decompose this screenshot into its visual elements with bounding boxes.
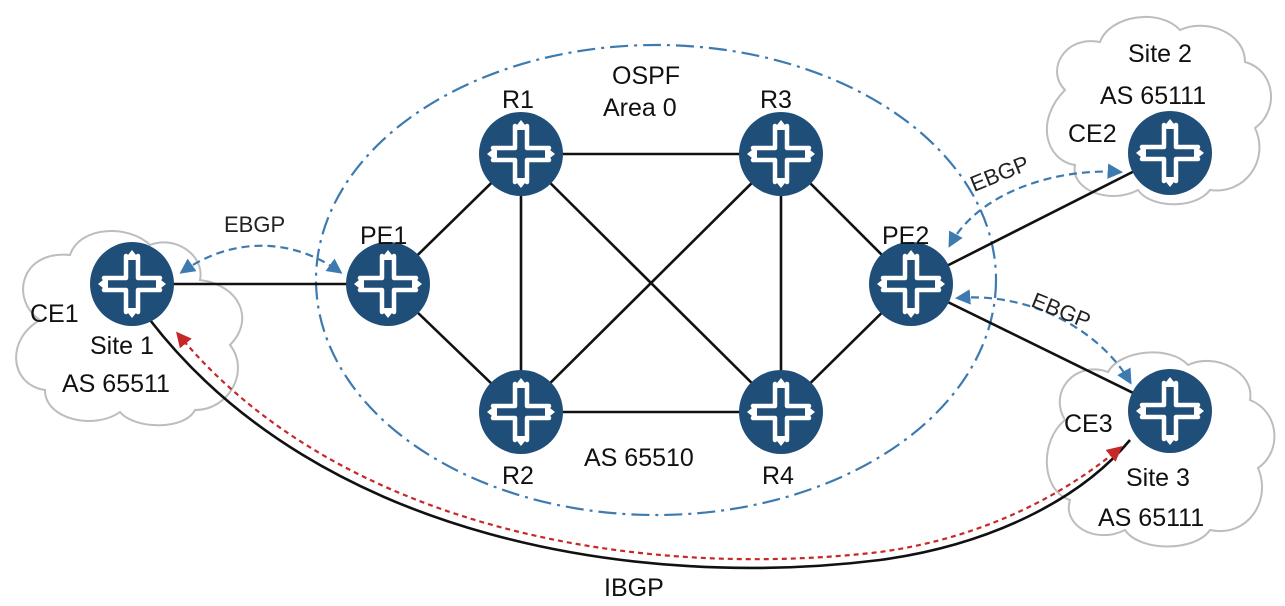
ibgp-session-arrow — [176, 331, 1123, 561]
ebgp-label-ce1-pe1: EBGP — [224, 212, 285, 237]
router-label-r3: R3 — [760, 86, 792, 114]
core-as-label: AS 65510 — [584, 444, 694, 472]
physical-links — [132, 151, 1171, 414]
site3-as: AS 65111 — [1098, 504, 1204, 532]
router-icon-pe1 — [346, 242, 430, 326]
site2-as: AS 65111 — [1100, 82, 1206, 110]
ebgp-label-pe2-ce3: EBGP — [1028, 287, 1094, 333]
router-label-pe2: PE2 — [882, 222, 929, 250]
router-icon-ce2 — [1128, 111, 1212, 195]
ebgp-arrow-pe2-ce3 — [954, 289, 1132, 385]
router-label-ce3: CE3 — [1064, 410, 1113, 438]
site3-name: Site 3 — [1126, 464, 1190, 492]
ebgp-arrow-ce1-pe1 — [179, 244, 343, 274]
router-icon-r2 — [479, 370, 563, 454]
link-pe2-ce2 — [910, 151, 1171, 286]
router-icon-ce3 — [1128, 369, 1212, 453]
router-label-r1: R1 — [502, 86, 534, 114]
ebgp-label-pe2-ce2: EBGP — [967, 151, 1033, 197]
ibgp-label: IBGP — [604, 574, 664, 602]
router-label-r2: R2 — [502, 462, 534, 490]
router-label-pe1: PE1 — [360, 222, 407, 250]
ebgp-arrow-pe2-ce2 — [948, 163, 1124, 248]
router-icon-r1 — [479, 112, 563, 196]
ospf-label: OSPF — [612, 62, 680, 90]
ospf-area-label: Area 0 — [603, 94, 677, 122]
router-label-ce1: CE1 — [30, 300, 79, 328]
site1-name: Site 1 — [90, 332, 154, 360]
site1-as: AS 65511 — [62, 370, 170, 398]
router-label-r4: R4 — [762, 462, 794, 490]
router-icon-r4 — [739, 370, 823, 454]
router-icon-pe2 — [869, 242, 953, 326]
ospf-area-boundary — [314, 43, 998, 517]
router-icon-ce1 — [90, 242, 174, 326]
router-icon-r3 — [739, 112, 823, 196]
router-label-ce2: CE2 — [1068, 120, 1117, 148]
site2-name: Site 2 — [1128, 40, 1192, 68]
